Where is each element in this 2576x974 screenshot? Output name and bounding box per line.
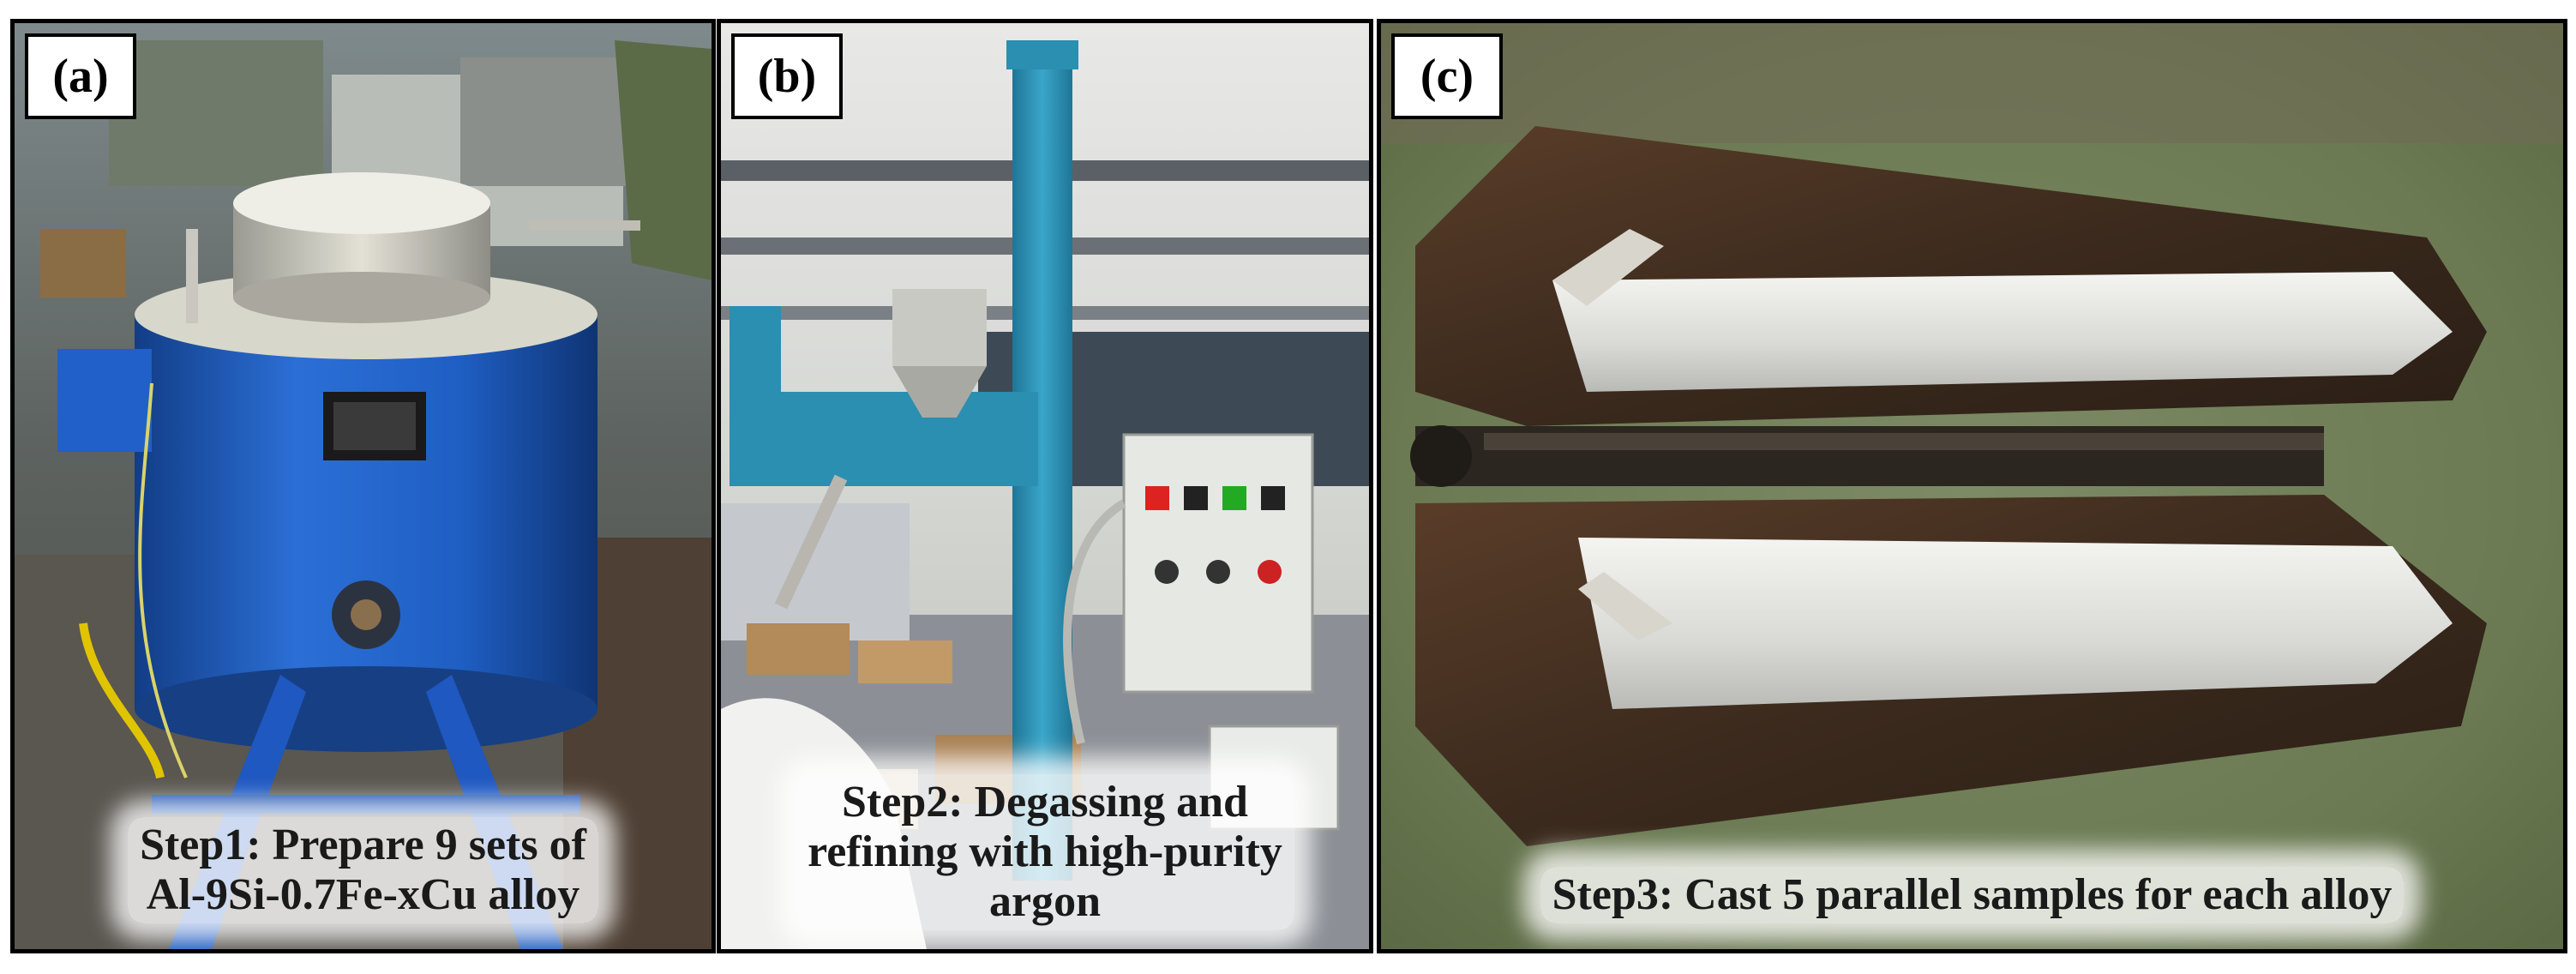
caption-line: Step1: Prepare 9 sets of: [140, 821, 586, 869]
panel-label: (c): [1391, 33, 1503, 119]
panel-caption: Step3: Cast 5 parallel samples for each …: [1540, 867, 2405, 923]
caption-container: Step3: Cast 5 parallel samples for each …: [1381, 867, 2563, 923]
caption-line: refining with high-purity: [808, 827, 1282, 876]
caption-line: argon: [988, 877, 1101, 926]
panel-a: (a) Step1: Prepare 9 sets of Al-9Si-0.7F…: [10, 19, 716, 953]
caption-line: Step3: Cast 5 parallel samples for each …: [1552, 870, 2393, 919]
caption-line: Step2: Degassing and: [842, 778, 1248, 827]
panel-label: (a): [25, 33, 136, 119]
caption-line: Al-9Si-0.7Fe-xCu alloy: [146, 870, 580, 919]
panel-c: (c) Step3: Cast 5 parallel samples for e…: [1377, 19, 2567, 953]
furnace-photo: [15, 23, 712, 949]
caption-container: Step2: Degassing and refining with high-…: [721, 774, 1369, 930]
panel-caption: Step1: Prepare 9 sets of Al-9Si-0.7Fe-xC…: [128, 817, 598, 923]
panel-caption: Step2: Degassing and refining with high-…: [796, 774, 1294, 930]
caption-container: Step1: Prepare 9 sets of Al-9Si-0.7Fe-xC…: [15, 817, 712, 923]
panel-b: (b) Step2: Degassing and refining with h…: [717, 19, 1373, 953]
mold-photo: [1381, 23, 2563, 949]
panel-label: (b): [731, 33, 843, 119]
